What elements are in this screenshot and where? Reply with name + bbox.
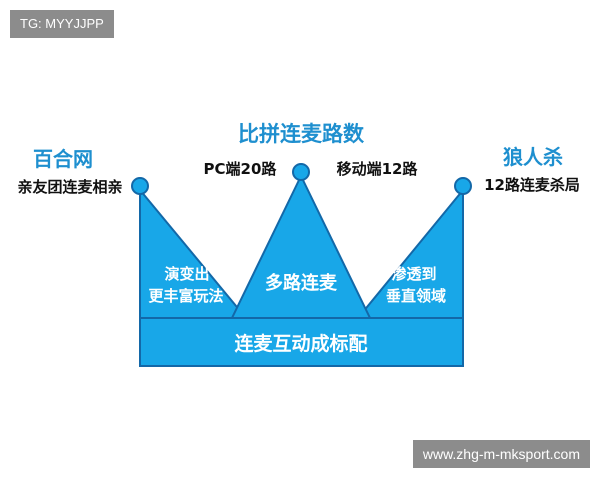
segment-right-line2: 垂直领域 [386, 287, 446, 305]
watermark-bottom-right: www.zhg-m-mksport.com [412, 440, 590, 468]
left-tip-circle [131, 177, 149, 195]
segment-left-line2: 更丰富玩法 [148, 287, 223, 305]
left-heading: 百合网 [33, 147, 93, 171]
center-right-label: 移动端12路 [337, 160, 419, 178]
center-tip-circle [292, 163, 310, 181]
crown-left-spike [139, 187, 249, 319]
crown-center-spike [230, 173, 372, 319]
segment-left-line1: 演变出 [164, 265, 209, 283]
watermark-top-left: TG: MYYJJPP [10, 10, 114, 38]
segment-center: 多路连麦 [265, 272, 338, 294]
right-tip-circle [454, 177, 472, 195]
crown-base [139, 317, 464, 367]
diagram-title: 比拼连麦路数 [238, 122, 365, 146]
left-sub: 亲友团连麦相亲 [17, 178, 122, 196]
crown-right-spike [355, 187, 464, 319]
right-heading: 狼人杀 [503, 145, 563, 169]
right-sub: 12路连麦杀局 [484, 176, 580, 194]
center-left-label: PC端20路 [204, 160, 278, 178]
base-label: 连麦互动成标配 [234, 332, 367, 355]
segment-right-line1: 渗透到 [391, 265, 436, 283]
